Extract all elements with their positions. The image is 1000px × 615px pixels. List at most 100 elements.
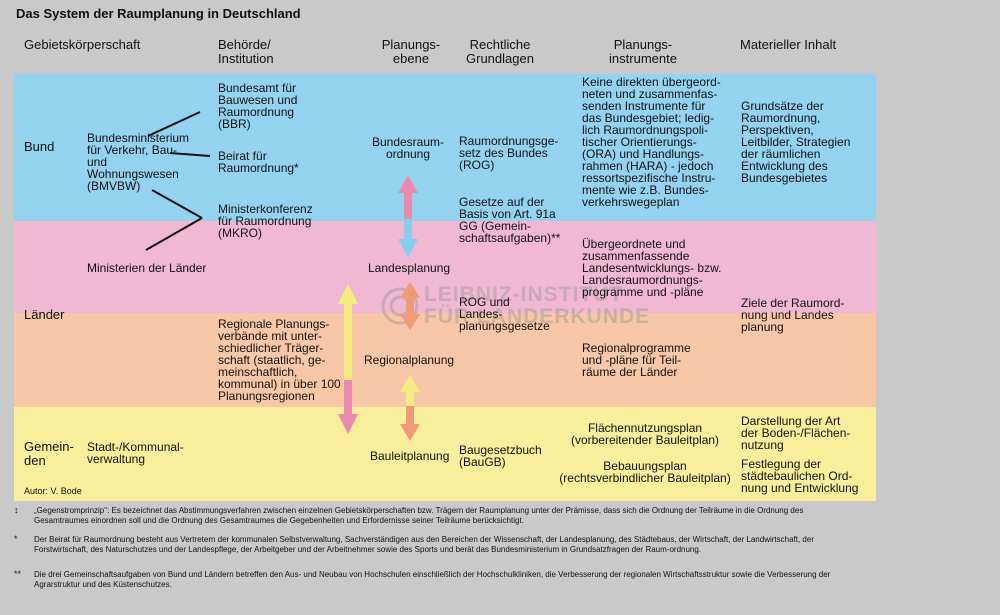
- header-planungsebene: Planungs- ebene: [376, 38, 446, 66]
- header-gebietskoerperschaft: Gebietskörperschaft: [24, 37, 141, 52]
- header-line: Rechtliche: [469, 37, 531, 52]
- planning-level-bundesraumordnung: Bundesraum- ordnung: [368, 136, 448, 160]
- text-line: planungsgesetze: [459, 319, 550, 333]
- arrow-shaft: [404, 219, 412, 239]
- connector-line: [169, 152, 211, 157]
- text-line: Raumordnung: [218, 105, 295, 119]
- text-line: für Raumordnung: [218, 214, 312, 228]
- text-line: (BMVBW): [87, 179, 141, 193]
- text-line: rahmen (HARA) - jedoch: [582, 159, 714, 173]
- level-laender: Länder: [24, 307, 65, 322]
- text-line: Landes-: [459, 307, 503, 321]
- text-line: der räumlichen: [741, 147, 821, 161]
- content-gemeinden-art: Darstellung der Art der Boden-/Flächen- …: [741, 415, 850, 451]
- text-line: Ziele der Raumord-: [741, 296, 845, 310]
- header-line: Behörde/: [218, 37, 271, 52]
- text-line: Ministerkonferenz: [218, 202, 313, 216]
- legal-baugb: Baugesetzbuch (BauGB): [459, 444, 542, 468]
- text-line: der Boden-/Flächen-: [741, 426, 851, 440]
- text-line: Bundesamt für: [218, 81, 297, 95]
- text-line: (ORA) und Handlungs-: [582, 147, 705, 161]
- text-line: nung und Entwicklung: [741, 481, 859, 495]
- text-line: Entwicklung des: [741, 159, 828, 173]
- instrument-bebauungsplan: Bebauungsplan (rechtsverbindlicher Baule…: [548, 460, 742, 484]
- text-line: ordnung: [385, 147, 431, 161]
- authority-beirat: Beirat für Raumordnung*: [218, 150, 299, 174]
- footnote-text: Die drei Gemeinschaftsaufgaben von Bund …: [34, 570, 831, 589]
- text-line: Bundesraum-: [371, 135, 445, 149]
- arrow-head-up: [338, 284, 358, 304]
- text-line: zusammenfassende: [582, 249, 690, 263]
- arrow-shaft: [406, 406, 414, 424]
- double-arrow-landes-regional: [400, 282, 420, 330]
- planning-level-bauleitplanung: Bauleitplanung: [370, 449, 450, 463]
- double-arrow-regional-bauleit: [400, 375, 420, 441]
- header-line: Grundlagen: [466, 51, 534, 66]
- text-line: tischer Orientierungs-: [582, 135, 697, 149]
- header-materieller-inhalt: Materieller Inhalt: [740, 37, 837, 52]
- arrow-shaft: [406, 298, 414, 314]
- level-gemeinden: Gemein- den: [24, 440, 74, 468]
- authority-ministerien-laender: Ministerien der Länder: [87, 261, 207, 275]
- text-line: Darstellung der Art: [741, 414, 841, 428]
- arrow-shaft: [404, 193, 412, 219]
- page-title: Das System der Raumplanung in Deutschlan…: [16, 6, 301, 21]
- text-line: Beirat für: [218, 149, 267, 163]
- header-line: Planungs-: [613, 37, 673, 52]
- text-line: nung und Landes: [741, 308, 834, 322]
- planning-level-regionalplanung: Regionalplanung: [364, 353, 455, 367]
- text-line: Raumordnung*: [218, 161, 299, 175]
- header-behoerde: Behörde/ Institution: [218, 38, 274, 66]
- text-line: mente wie z.B. Bundes-: [582, 183, 709, 197]
- arrow-shaft: [344, 304, 352, 380]
- content-bund: Grundsätze der Raumordnung, Perspektiven…: [741, 100, 850, 184]
- text-line: Bauwesen und: [218, 93, 298, 107]
- authority-bbr: Bundesamt für Bauwesen und Raumordnung (…: [218, 82, 297, 130]
- text-line: verbände mit unter-: [218, 329, 323, 343]
- text-line: Leitbilder, Strategien: [741, 135, 851, 149]
- arrow-shaft: [406, 392, 414, 406]
- text-line: meinschaftlich,: [218, 365, 298, 379]
- text-line: räume der Länder: [582, 365, 678, 379]
- text-line: Regionale Planungs-: [218, 317, 330, 331]
- text-line: verkehrswegeplan: [582, 195, 680, 209]
- instrument-regional: Regionalprogramme und -pläne für Teil- r…: [582, 342, 691, 378]
- text-line: planung: [741, 320, 784, 334]
- text-line: Gesetze auf der: [459, 195, 545, 209]
- text-line: das Bundesgebiet; ledig-: [582, 111, 715, 125]
- text-line: Landesentwicklungs- bzw.: [582, 261, 722, 275]
- arrow-head-up: [398, 175, 418, 193]
- text-line: für Verkehr, Bau-: [87, 143, 178, 157]
- watermark: LEIBNIZ-INSTITUT FÜR LÄNDERKUNDE: [380, 284, 650, 328]
- text-line: lich Raumordnungspoli-: [582, 123, 709, 137]
- arrow-head-down: [400, 314, 420, 330]
- instrument-landes: Übergeordnete und zusammenfassende Lande…: [582, 238, 721, 298]
- text-line: Stadt-/Kommunal-: [87, 440, 184, 454]
- text-line: Landesraumordnungs-: [582, 273, 703, 287]
- arrow-shaft: [344, 380, 352, 414]
- footnote-mark: *: [14, 534, 18, 544]
- text-line: Gemein-: [24, 439, 74, 454]
- text-line: Perspektiven,: [741, 123, 814, 137]
- text-line: und -pläne für Teil-: [582, 353, 682, 367]
- text-line: (ROG): [459, 158, 495, 172]
- connector-line: [147, 111, 201, 137]
- footnote-beirat: * Der Beirat für Raumordnung besteht aus…: [14, 534, 859, 554]
- text-line: Bundesgebietes: [741, 171, 828, 185]
- arrow-head-up: [400, 282, 420, 298]
- text-line: verwaltung: [87, 452, 146, 466]
- header-line: Institution: [218, 51, 274, 66]
- connector-line: [151, 189, 203, 219]
- text-line: setz des Bundes: [459, 146, 548, 160]
- text-line: Übergeordnete und: [582, 237, 686, 251]
- text-line: Bebauungsplan: [603, 459, 687, 473]
- watermark-line: LEIBNIZ-INSTITUT: [424, 283, 624, 306]
- planning-level-landesplanung: Landesplanung: [368, 261, 451, 275]
- authority-kommunalverwaltung: Stadt-/Kommunal- verwaltung: [87, 441, 184, 465]
- text-line: Festlegung der: [741, 457, 822, 471]
- footnote-gegenstrom: ↕ „Gegenstromprinzip": Es bezeichnet das…: [14, 505, 859, 525]
- double-arrow-icon: ↕: [14, 505, 19, 515]
- footnote-text: „Gegenstromprinzip": Es bezeichnet das A…: [34, 506, 804, 525]
- level-bund: Bund: [24, 139, 55, 154]
- authority-mkro: Ministerkonferenz für Raumordnung (MKRO): [218, 203, 313, 239]
